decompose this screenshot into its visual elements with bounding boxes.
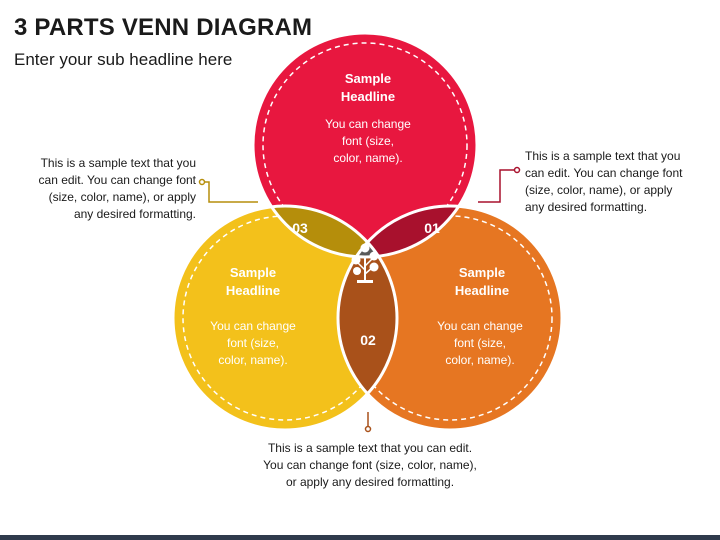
circle-left-body: font (size,: [227, 336, 279, 350]
circle-left: [173, 206, 397, 430]
note-bottom: This is a sample text that you can edit.…: [240, 440, 500, 491]
circle-right-body: font (size,: [454, 336, 506, 350]
circle-top-dashed-ring: [262, 42, 468, 248]
note-bottom-line: or apply any desired formatting.: [285, 475, 455, 489]
circle-left-headline: Headline: [226, 283, 280, 298]
page-subtitle: Enter your sub headline here: [14, 50, 233, 69]
note-right-line: (size, color, name), or apply: [525, 183, 673, 197]
circle-right-body: You can change: [437, 319, 523, 333]
circle-left-outline: [171, 204, 399, 432]
note-left: This is a sample text that you can edit.…: [18, 155, 196, 223]
bottom-bar: [0, 535, 720, 540]
circle-right-headline: Headline: [455, 283, 509, 298]
note-right: This is a sample text that you can edit.…: [525, 148, 710, 216]
circle-top-body: You can change: [325, 117, 411, 131]
money-tree-icon: [351, 243, 379, 283]
intersection-label-01: 01: [424, 220, 440, 236]
circle-right-body: color, name).: [445, 353, 514, 367]
circle-top-body: color, name).: [333, 151, 402, 165]
circle-right-headline: Sample: [459, 265, 505, 280]
circle-right: [338, 206, 562, 430]
connector-left: [198, 178, 258, 203]
note-right-line: any desired formatting.: [525, 200, 648, 214]
note-right-line: can edit. You can change font: [525, 166, 683, 180]
circle-left-body: You can change: [210, 319, 296, 333]
note-bottom-line: This is a sample text that you can edit.: [267, 441, 473, 455]
circle-left-body: color, name).: [218, 353, 287, 367]
circle-top-headline: Sample: [345, 71, 391, 86]
circle-top-outline: [251, 31, 479, 259]
circle-top: [253, 33, 477, 257]
note-left-line: can edit. You can change font: [38, 173, 196, 187]
note-right-line: This is a sample text that you: [525, 149, 681, 163]
connector-bottom: [364, 412, 372, 433]
circle-left-headline: Sample: [230, 265, 276, 280]
note-left-line: (size, color, name), or apply: [48, 190, 196, 204]
circle-top-body: font (size,: [342, 134, 394, 148]
intersection-label-02: 02: [360, 332, 376, 348]
note-left-line: This is a sample text that you: [40, 156, 196, 170]
intersection-label-03: 03: [292, 220, 308, 236]
circle-top-headline: Headline: [341, 89, 395, 104]
note-bottom-line: You can change font (size, color, name),: [263, 458, 477, 472]
page-title: 3 PARTS VENN DIAGRAM: [14, 14, 313, 41]
connector-right: [478, 166, 521, 203]
note-left-line: any desired formatting.: [73, 207, 196, 221]
circle-right-outline: [336, 204, 564, 432]
